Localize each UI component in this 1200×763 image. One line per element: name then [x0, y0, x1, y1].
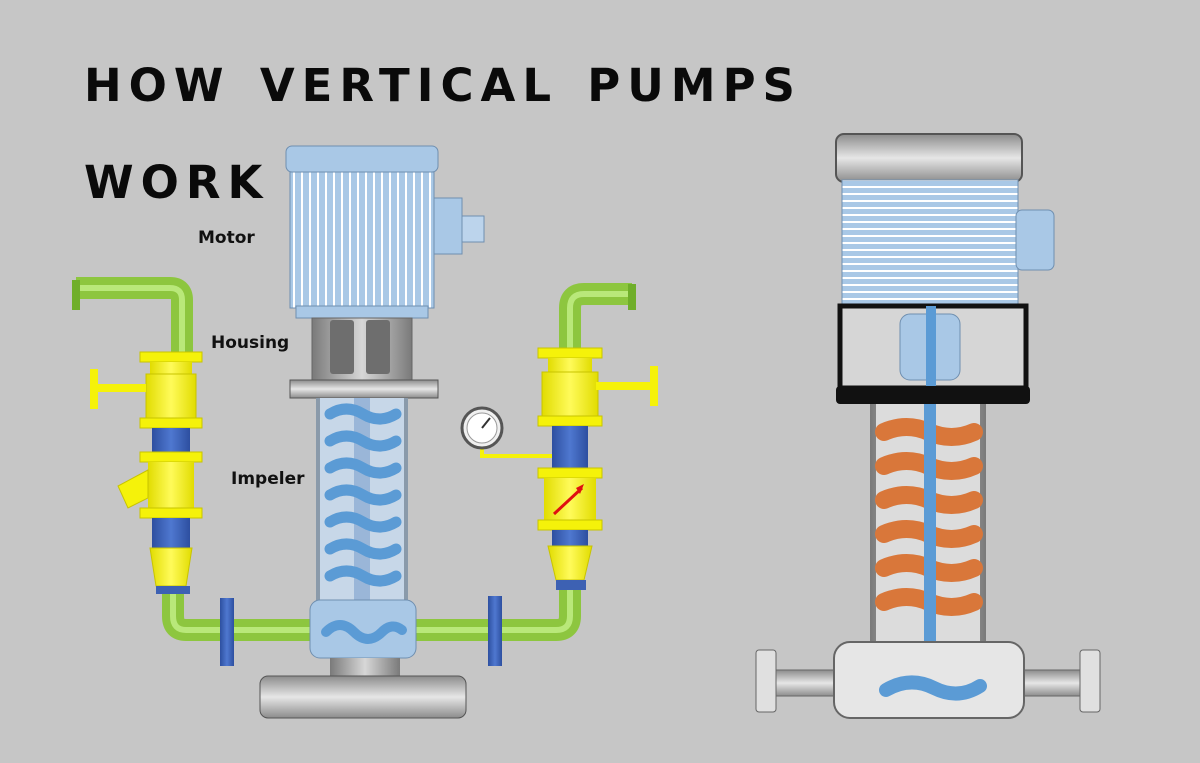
left-valve	[90, 351, 203, 429]
impeller-blade	[324, 457, 402, 479]
pressure-gauge	[460, 406, 552, 458]
title-line-2: Work	[84, 140, 270, 214]
left-bottom-pipe	[162, 594, 312, 666]
pump-base	[259, 675, 467, 719]
impeller-blade	[324, 511, 402, 533]
impeller-blade	[324, 565, 402, 587]
motor-label: Motor	[198, 228, 255, 248]
right-outlet-pipe	[559, 283, 636, 350]
pump-shaft	[924, 404, 936, 672]
left-reducer	[149, 547, 193, 594]
pump-casing	[833, 641, 1025, 719]
impeller-blade	[324, 538, 402, 560]
housing	[289, 317, 439, 399]
right-blue-pipe-section	[552, 426, 588, 470]
flow-meter	[537, 467, 603, 531]
motor	[285, 145, 485, 319]
housing-label: Housing	[211, 333, 290, 353]
pump-casing	[309, 599, 417, 659]
impeller-stages	[324, 403, 402, 587]
right-blue-pipe-lower	[552, 530, 588, 546]
left-inlet-pipe	[72, 277, 193, 356]
right-pump	[755, 133, 1101, 719]
coupling-housing	[836, 303, 1030, 406]
left-pump	[72, 145, 658, 719]
right-valve	[537, 347, 658, 427]
right-bottom-pipe	[412, 590, 581, 666]
left-strainer	[117, 451, 203, 519]
motor-body	[841, 179, 1055, 309]
title-line-1: How Vertical Pumps	[84, 43, 802, 117]
left-blue-pipe-lower	[152, 518, 190, 548]
left-blue-pipe-section	[152, 428, 190, 454]
impeller-blade	[324, 430, 402, 452]
motor-cap	[835, 133, 1023, 183]
pump-pedestal	[330, 658, 400, 676]
impeller-column	[316, 398, 408, 628]
impeller-blade	[324, 484, 402, 506]
right-reducer	[547, 545, 593, 590]
impeller-blade	[324, 403, 402, 425]
impeler-label: Impeler	[231, 469, 305, 489]
